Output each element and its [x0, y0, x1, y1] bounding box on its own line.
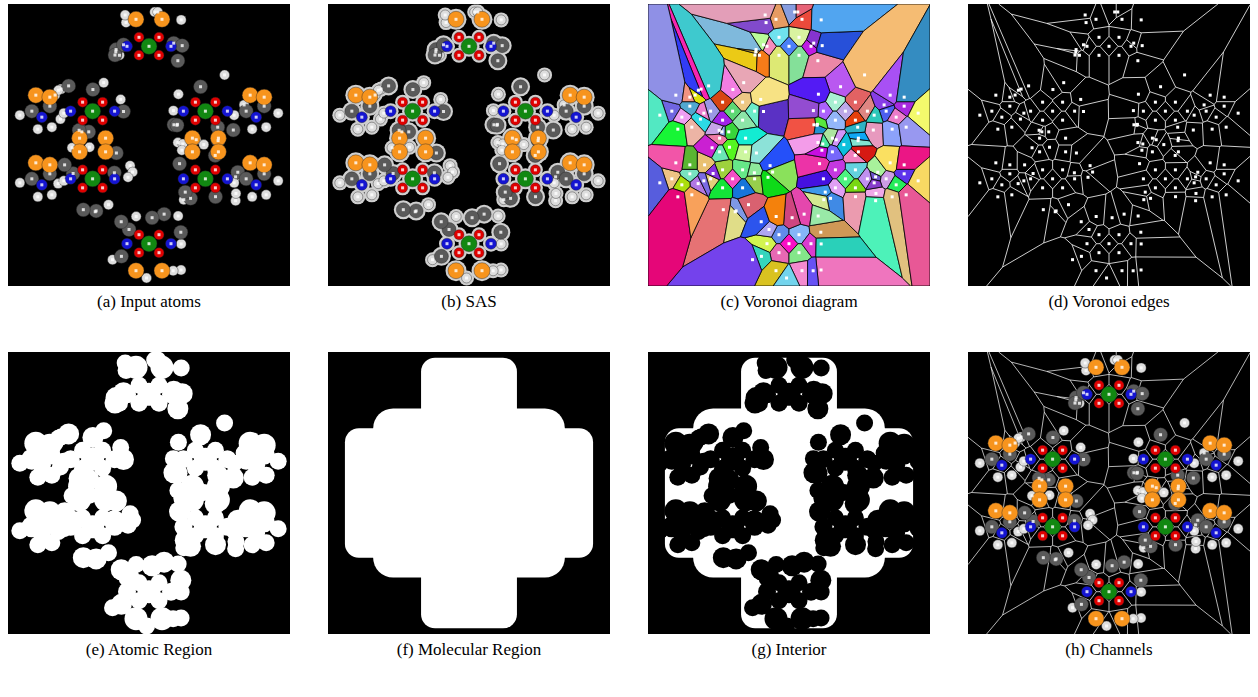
panel-caption: (a) Input atoms: [95, 292, 203, 312]
panel-caption: (f) Molecular Region: [395, 640, 543, 660]
panel-image: [968, 352, 1250, 634]
panel-image: [8, 4, 290, 286]
panel-image: [968, 4, 1250, 286]
panel-image: [648, 4, 930, 286]
panel-caption: (g) Interior: [749, 640, 828, 660]
panel-caption: (c) Voronoi diagram: [718, 292, 859, 312]
panel-caption: (h) Channels: [1063, 640, 1154, 660]
panel-image: [648, 352, 930, 634]
panel-caption: (d) Voronoi edges: [1046, 292, 1171, 312]
panel-caption: (b) SAS: [439, 292, 498, 312]
panel-image: [328, 352, 610, 634]
panel-image: [328, 4, 610, 286]
panel-caption: (e) Atomic Region: [84, 640, 215, 660]
panel-image: [8, 352, 290, 634]
